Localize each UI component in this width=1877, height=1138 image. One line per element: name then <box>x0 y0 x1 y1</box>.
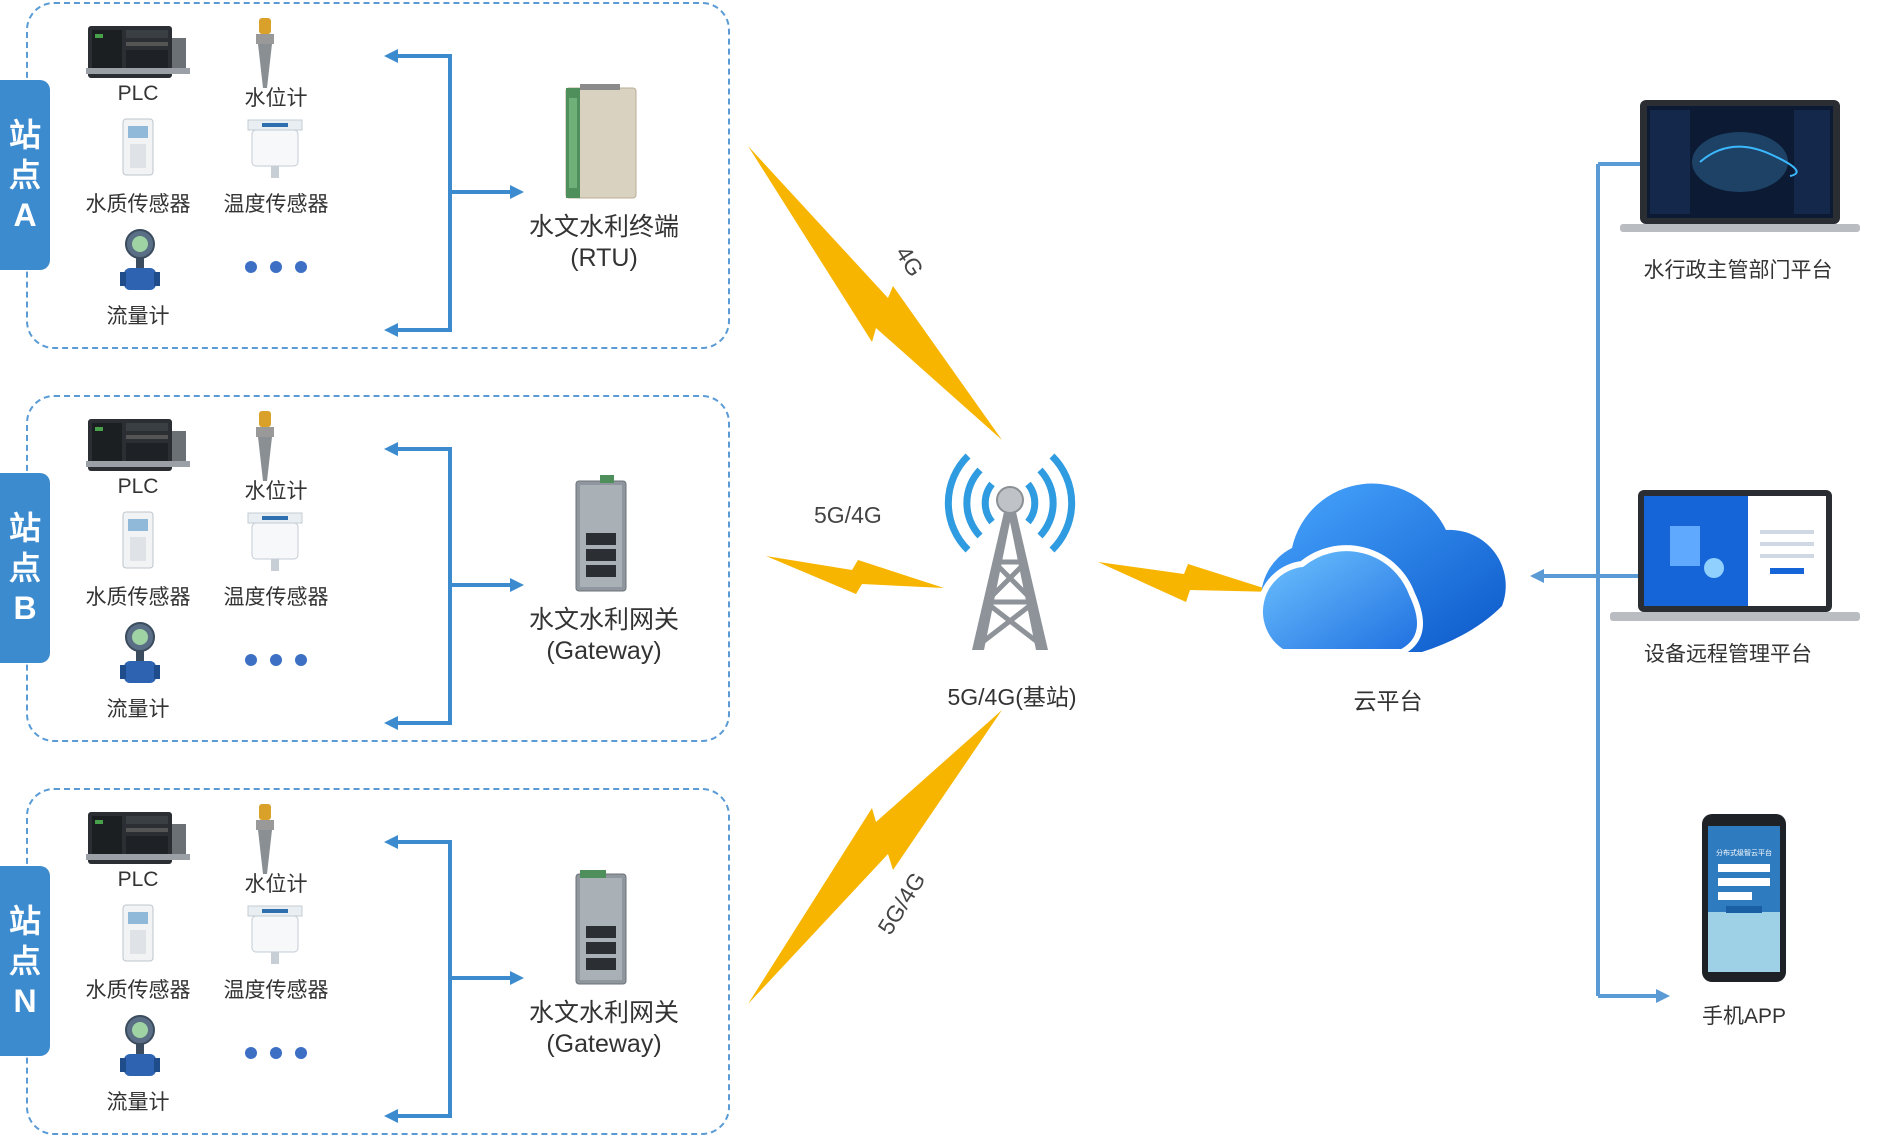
terminal-type: (RTU) <box>570 244 638 272</box>
flow-meter-icon <box>120 1015 160 1076</box>
water-quality-icon <box>122 511 154 569</box>
terminal-name: 水文水利网关 <box>528 999 680 1027</box>
station-tab-char: N <box>13 983 37 1019</box>
water-quality-icon <box>122 118 154 176</box>
terminal-label: 水文水利网关 (Gateway) <box>529 605 679 667</box>
mobile-app-label: 手机APP <box>1701 1005 1787 1028</box>
terminal-label: 水文水利网关 (Gateway) <box>529 998 679 1060</box>
lightning-bolt-cloud <box>1098 562 1276 602</box>
temperature-sensor-icon <box>247 905 303 964</box>
water-level-icon <box>256 18 274 88</box>
terminal-name: 水文水利终端 <box>528 213 680 241</box>
water-level-icon <box>256 411 274 481</box>
terminal-device-icon <box>575 870 627 985</box>
plc-icon <box>86 812 190 864</box>
lightning-bolt-b <box>766 556 944 594</box>
temperature-sensor-label: 温度传感器 <box>223 979 329 1002</box>
water-level-label: 水位计 <box>244 87 308 110</box>
station-tab-char: 站 <box>8 117 41 153</box>
plc-icon <box>86 26 190 78</box>
plc-label: PLC <box>117 868 159 891</box>
station-tab: 站 点 A <box>0 80 50 270</box>
station-tab: 站 点 N <box>0 866 50 1056</box>
plc-icon <box>86 419 190 471</box>
terminal-type: (Gateway) <box>546 637 662 665</box>
base-station-label: 5G/4G(基站) <box>947 684 1077 710</box>
admin-platform-label: 水行政主管部门平台 <box>1643 259 1833 282</box>
water-level-label: 水位计 <box>244 480 308 503</box>
flow-meter-label: 流量计 <box>106 1091 170 1114</box>
cloud-platform-label: 云平台 <box>1353 688 1423 714</box>
water-quality-icon <box>122 904 154 962</box>
flow-meter-label: 流量计 <box>106 305 170 328</box>
temperature-sensor-icon <box>247 512 303 571</box>
cloud-platform-icon <box>1257 483 1506 655</box>
temperature-sensor-label: 温度传感器 <box>223 193 329 216</box>
station-tab-char: 站 <box>8 510 41 546</box>
terminal-device-icon <box>565 84 637 199</box>
more-devices-icon <box>245 654 307 666</box>
water-level-label: 水位计 <box>244 873 308 896</box>
water-level-icon <box>256 804 274 874</box>
terminal-label: 水文水利终端 (RTU) <box>529 212 679 274</box>
terminal-device-icon <box>575 475 627 592</box>
admin-platform-laptop-icon <box>1620 100 1860 232</box>
remote-management-laptop-icon <box>1610 490 1860 621</box>
station-tab: 站 点 B <box>0 473 50 663</box>
more-devices-icon <box>245 1047 307 1059</box>
water-quality-label: 水质传感器 <box>85 193 191 216</box>
terminal-name: 水文水利网关 <box>528 606 680 634</box>
station-tab-char: 点 <box>8 157 41 193</box>
plc-label: PLC <box>117 82 159 105</box>
data-collection-arrows <box>384 49 524 337</box>
station-tab-char: 站 <box>8 903 41 939</box>
data-collection-arrows <box>384 442 524 730</box>
temperature-sensor-label: 温度传感器 <box>223 586 329 609</box>
flow-meter-icon <box>120 622 160 683</box>
terminal-type: (Gateway) <box>546 1030 662 1058</box>
flow-meter-icon <box>120 229 160 290</box>
station-group: 站 点 A PLC 水位计 水质传感器 <box>0 2 760 352</box>
base-station-tower-icon <box>944 453 1076 650</box>
data-collection-arrows <box>384 835 524 1123</box>
station-tab-char: B <box>13 590 37 626</box>
remote-management-label: 设备远程管理平台 <box>1644 643 1812 666</box>
temperature-sensor-icon <box>247 119 303 178</box>
station-tab-char: 点 <box>8 550 41 586</box>
lightning-bolt-a <box>748 146 1002 440</box>
station-tab-char: 点 <box>8 943 41 979</box>
water-quality-label: 水质传感器 <box>85 979 191 1002</box>
station-tab-char: A <box>13 197 37 233</box>
plc-label: PLC <box>117 475 159 498</box>
more-devices-icon <box>245 261 307 273</box>
link-label-b: 5G/4G <box>814 502 882 528</box>
station-group: 站 点 N PLC 水位计 水质传感器 <box>0 788 760 1138</box>
mobile-app-phone-icon <box>1702 814 1786 982</box>
lightning-bolt-n <box>748 710 1002 1004</box>
water-quality-label: 水质传感器 <box>85 586 191 609</box>
flow-meter-label: 流量计 <box>106 698 170 721</box>
mobile-app-screen-title: 分布式级智云平台 <box>1716 850 1772 857</box>
station-group: 站 点 B PLC 水位计 水质传感器 <box>0 395 760 745</box>
